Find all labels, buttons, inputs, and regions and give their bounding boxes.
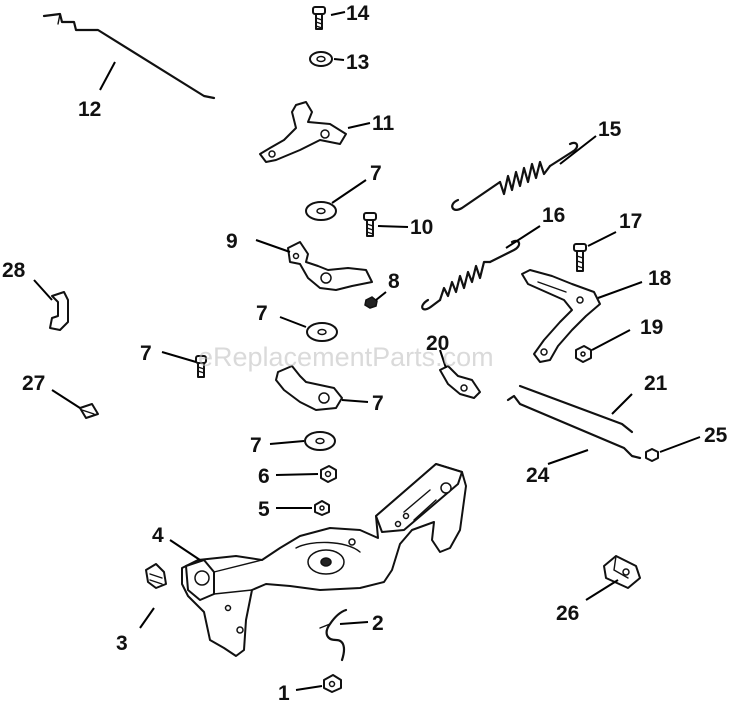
leader-21 xyxy=(591,329,631,351)
watermark: eReplacementParts.com xyxy=(198,342,494,372)
part-17-spring[interactable] xyxy=(451,141,579,211)
part-1-nut[interactable] xyxy=(323,674,342,693)
callout-20: 18 xyxy=(648,267,672,290)
part-7b-washer[interactable] xyxy=(306,322,338,342)
part-24-link-rod[interactable] xyxy=(506,394,642,460)
leader-11 xyxy=(255,239,291,253)
callout-1: 1 xyxy=(278,682,290,705)
callout-23: 21 xyxy=(644,372,668,395)
part-3-screw[interactable] xyxy=(145,563,167,589)
leader-lines xyxy=(33,11,701,691)
part-14-link-rod[interactable] xyxy=(42,12,216,100)
part-28-bracket[interactable] xyxy=(49,291,69,331)
callout-5: 5 xyxy=(258,498,270,521)
leader-13 xyxy=(347,122,371,129)
part-11-lever[interactable] xyxy=(287,241,373,291)
leader-26 xyxy=(585,579,619,601)
leader-20 xyxy=(597,281,643,299)
callout-26: 26 xyxy=(556,602,579,625)
part-22-clip[interactable] xyxy=(439,365,481,399)
part-9-screw[interactable] xyxy=(195,355,207,378)
leader-22 xyxy=(439,349,447,369)
callout-2: 2 xyxy=(372,612,384,635)
callout-22: 20 xyxy=(426,332,449,355)
part-16-screw[interactable] xyxy=(312,6,326,30)
part-15-washer[interactable] xyxy=(309,51,333,67)
leader-9 xyxy=(161,351,197,363)
part-10-nut[interactable] xyxy=(364,296,378,309)
callout-13: 11 xyxy=(372,112,395,135)
leader-24 xyxy=(547,449,589,465)
part-12-screw[interactable] xyxy=(363,212,377,237)
part-6-nut[interactable] xyxy=(320,465,337,483)
callout-24: 24 xyxy=(526,464,550,487)
leader-15 xyxy=(333,58,345,61)
part-21-nut[interactable] xyxy=(575,345,592,363)
part-18-spring[interactable] xyxy=(421,239,521,311)
leader-3 xyxy=(139,607,155,629)
part-7a-washer[interactable] xyxy=(305,201,337,221)
leader-28 xyxy=(33,279,53,301)
callout-12: 10 xyxy=(410,216,433,239)
callout-3: 3 xyxy=(116,632,128,655)
leader-19 xyxy=(587,231,617,247)
callout-19: 17 xyxy=(619,210,642,233)
callout-25: 25 xyxy=(704,424,728,447)
callout-28: 28 xyxy=(2,259,26,282)
part-13-lever[interactable] xyxy=(259,101,347,163)
leader-4 xyxy=(169,539,201,561)
leader-10 xyxy=(375,291,387,301)
part-4-control-bracket[interactable] xyxy=(181,463,467,657)
callout-18: 16 xyxy=(542,204,565,227)
leader-1 xyxy=(295,685,323,691)
part-7c-washer[interactable] xyxy=(304,431,336,451)
leader-18 xyxy=(505,225,541,249)
leader-16 xyxy=(330,11,346,16)
leader-6 xyxy=(275,473,319,476)
part-19-screw[interactable] xyxy=(573,243,587,272)
callout-7c: 7 xyxy=(250,434,262,457)
callout-8: 7 xyxy=(372,392,384,415)
part-5-nut[interactable] xyxy=(314,500,330,516)
leader-2 xyxy=(339,621,369,625)
callout-7a: 7 xyxy=(370,162,382,185)
part-27-screw[interactable] xyxy=(79,403,99,419)
callout-4: 4 xyxy=(152,524,164,547)
part-2-spring[interactable] xyxy=(319,608,348,662)
part-26-clip[interactable] xyxy=(603,555,641,589)
leader-7a xyxy=(331,179,367,204)
callout-7b: 7 xyxy=(256,302,268,325)
leader-14 xyxy=(99,61,116,91)
callout-17: 15 xyxy=(598,118,622,141)
part-8-lever[interactable] xyxy=(275,365,343,411)
leader-7c xyxy=(269,440,305,445)
callout-14: 12 xyxy=(78,98,101,121)
callout-11: 9 xyxy=(226,230,238,253)
callout-10: 8 xyxy=(388,270,400,293)
leader-8 xyxy=(341,399,369,403)
callout-labels: 14 13 12 11 15 7 16 17 10 9 28 8 18 7 19… xyxy=(2,2,728,705)
callout-16: 14 xyxy=(346,2,370,25)
part-25-nut[interactable] xyxy=(645,448,659,462)
leader-23 xyxy=(611,393,633,415)
callout-21: 19 xyxy=(640,316,663,339)
callout-27: 27 xyxy=(22,372,45,395)
part-23-link-rod[interactable] xyxy=(518,384,634,434)
leader-17 xyxy=(559,135,597,165)
leader-12 xyxy=(377,225,409,228)
part-20-lever[interactable] xyxy=(521,269,601,363)
callout-15: 13 xyxy=(346,51,369,74)
leader-7b xyxy=(279,316,307,328)
callout-9: 7 xyxy=(140,342,152,365)
callout-6: 6 xyxy=(258,465,270,488)
leader-27 xyxy=(51,389,81,409)
leader-25 xyxy=(659,436,701,453)
